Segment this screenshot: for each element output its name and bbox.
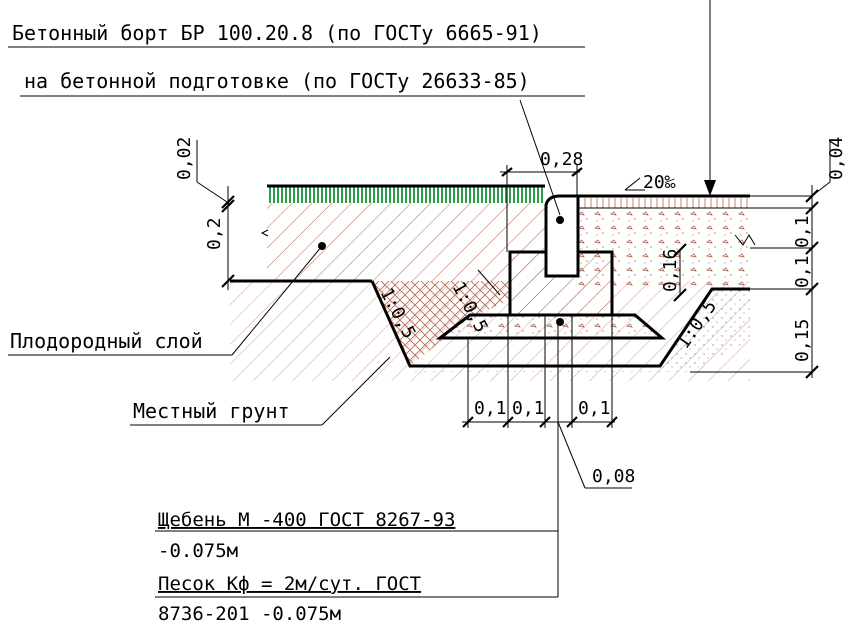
gravel-label-line2: -0.075м: [158, 540, 238, 562]
dim-0-2: 0,2: [204, 217, 225, 250]
dim-slope: 20‰: [643, 172, 676, 193]
gravel-base-fill: [440, 315, 662, 338]
fertile-soil-fill: [267, 203, 545, 281]
concrete-footing: [508, 250, 614, 315]
dim-0-02: 0,02: [174, 137, 195, 180]
dim-0-28: 0,28: [540, 149, 583, 170]
dim-0-1-upper: 0,1: [792, 215, 813, 248]
dim-bottom-3: 0,1: [578, 398, 611, 419]
dim-0-08: 0,08: [592, 466, 635, 487]
trench-crosshatch: [372, 281, 510, 366]
local-soil-label: Местный грунт: [133, 399, 290, 423]
dim-0-16: 0,16: [660, 249, 681, 292]
dim-bottom-2: 0,1: [512, 398, 545, 419]
sand-label-line1: Песок Кф = 2м/сут. ГОСТ: [158, 573, 421, 595]
dim-bottom-1: 0,1: [474, 398, 507, 419]
curb-stone: [544, 194, 580, 278]
dim-0-04: 0,04: [826, 137, 847, 180]
grass-strip: [267, 186, 545, 203]
fertile-layer-label: Плодородный слой: [10, 329, 203, 353]
gravel-outline: [435, 313, 667, 340]
asphalt-fill: [578, 198, 750, 208]
gravel-label-line1: Щебень М -400 ГОСТ 8267-93: [158, 509, 455, 531]
dim-0-15: 0,15: [792, 319, 813, 362]
trench-outline: [370, 280, 750, 368]
sand-bed-fill: [372, 283, 750, 372]
sand-label-line2: 8736-201 -0.075м: [158, 603, 341, 625]
footing-fill: [510, 252, 612, 315]
curb-label-line1: Бетонный борт БР 100.20.8 (по ГОСТу 6665…: [12, 21, 542, 45]
curb-label-line2: на бетонной подготовке (по ГОСТу 26633-8…: [24, 69, 530, 93]
dim-0-1-lower: 0,1: [792, 255, 813, 288]
